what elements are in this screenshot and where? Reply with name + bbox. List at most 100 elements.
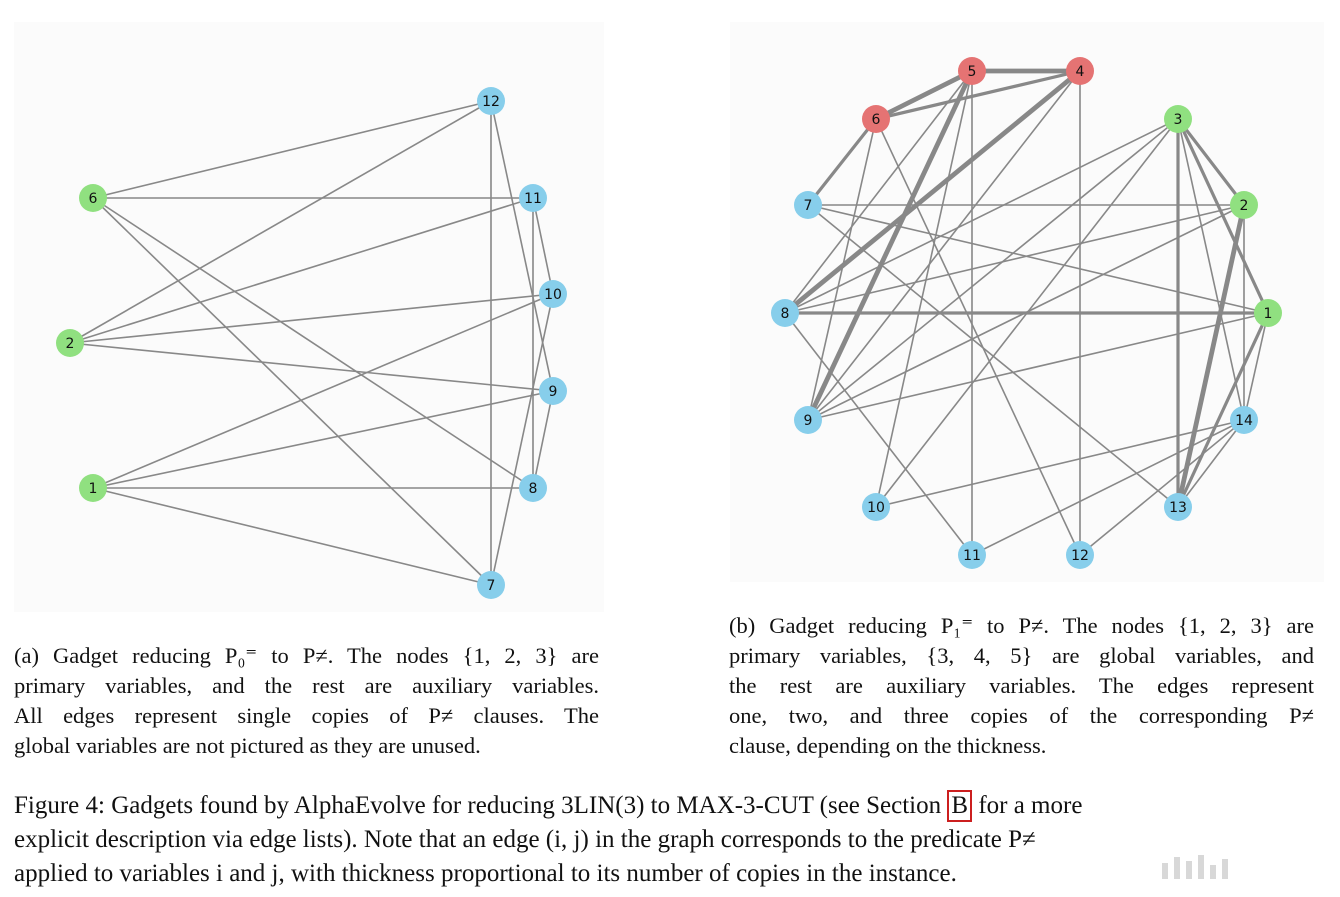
graph-a-edge-2-10 [69, 293, 554, 344]
graph-b-node-label-6: 6 [872, 112, 881, 128]
caption-b-line-5: clause, depending on the thickness. [729, 733, 1047, 758]
graph-a-node-12: 12 [477, 87, 505, 115]
graph-b-node-10: 10 [862, 493, 890, 521]
graph-b-node-14: 14 [1230, 406, 1258, 434]
graph-a-node-1: 1 [79, 474, 107, 502]
graph-a-edge-6-7 [92, 197, 492, 586]
graph-b-node-label-1: 1 [1264, 306, 1273, 322]
graph-b-edge-9-2 [807, 204, 1245, 421]
graph-b-edge-10-3 [875, 118, 1179, 508]
graph-b-node-13: 13 [1164, 493, 1192, 521]
graph-b-node-label-3: 3 [1174, 112, 1183, 128]
graph-a-node-label-2: 2 [66, 336, 75, 352]
figure-caption-text-1a: Figure 4: Gadgets found by AlphaEvolve f… [14, 792, 948, 819]
caption-a-line-3: All edges represent single copies of P≠ … [14, 703, 599, 728]
graph-b-node-9: 9 [794, 406, 822, 434]
graph-a-node-label-12: 12 [482, 94, 500, 110]
graph-b-node-label-2: 2 [1240, 198, 1249, 214]
graph-a-node-11: 11 [519, 184, 547, 212]
graph-b-node-label-14: 14 [1235, 413, 1253, 429]
graph-b-node-circle-7 [794, 191, 822, 219]
graph-b-node-circle-3 [1164, 105, 1192, 133]
graph-b-edge-10-14 [875, 419, 1245, 508]
graph-a-node-8: 8 [519, 474, 547, 502]
graph-a-node-label-9: 9 [549, 384, 558, 400]
graph-b-edge-5-10 [875, 70, 973, 508]
graph-a-node-7: 7 [477, 571, 505, 599]
graph-b-edge-6-7 [806, 118, 878, 206]
graph-b-edge-5-8 [784, 70, 973, 314]
graph-a-edge-1-9 [92, 390, 554, 489]
graph-b-node-circle-5 [958, 57, 986, 85]
graph-a-edge-2-9 [69, 342, 554, 392]
graph-a-node-circle-9 [539, 377, 567, 405]
graph-a-node-label-6: 6 [89, 191, 98, 207]
graph-b-edge-1-14 [1243, 312, 1269, 421]
graph-b-node-8: 8 [771, 299, 799, 327]
graph-a-node-label-10: 10 [544, 287, 562, 303]
graph-b-edge-3-1 [1176, 118, 1270, 314]
graph-b-node-2: 2 [1230, 191, 1258, 219]
graph-b-edge-3-2 [1176, 118, 1246, 206]
graph-b-edge-11-14 [971, 419, 1245, 556]
figure-caption-line-2: explicit description via edge lists). No… [14, 826, 1036, 853]
section-ref-link[interactable]: B [947, 790, 973, 822]
graph-b-edge-6-5 [874, 68, 974, 122]
graph-a-edge-2-12 [69, 100, 492, 344]
figure-caption: Figure 4: Gadgets found by AlphaEvolve f… [14, 789, 1314, 891]
graph-a-node-9: 9 [539, 377, 567, 405]
graph-a-node-6: 6 [79, 184, 107, 212]
graph-b-node-label-13: 13 [1169, 500, 1187, 516]
graph-a-node-label-11: 11 [524, 191, 542, 207]
graph-b-node-label-4: 4 [1076, 64, 1085, 80]
graph-a-edge-6-8 [92, 197, 534, 489]
figure-caption-line-1: Figure 4: Gadgets found by AlphaEvolve f… [14, 789, 1314, 823]
graph-b-node-circle-13 [1164, 493, 1192, 521]
watermark [1042, 851, 1332, 885]
graph-b-node-label-7: 7 [804, 198, 813, 214]
graph-b-edge-6-4 [875, 69, 1081, 121]
graph-a-edge-1-10 [92, 293, 554, 489]
graph-b-edge-4-8 [783, 69, 1082, 315]
caption-a-line-2: primary variables, and the rest are auxi… [14, 673, 599, 698]
graph-b-edge-9-3 [807, 118, 1179, 421]
graph-b-node-circle-1 [1254, 299, 1282, 327]
graph-b-node-circle-9 [794, 406, 822, 434]
graph-b-edge-4-9 [807, 70, 1081, 421]
graph-a-edge-10-7 [490, 293, 554, 586]
graph-b-node-label-8: 8 [781, 306, 790, 322]
graph-a-node-circle-6 [79, 184, 107, 212]
graph-b-node-circle-12 [1066, 541, 1094, 569]
graph-a-node-label-7: 7 [487, 578, 496, 594]
caption-a-line-4: global variables are not pictured as the… [14, 733, 481, 758]
graph-b-node-circle-8 [771, 299, 799, 327]
graph-b-node-circle-2 [1230, 191, 1258, 219]
figure-caption-text-1b: for a more [972, 792, 1083, 819]
graph-b-edge-6-9 [807, 118, 877, 421]
graph-b-node-circle-6 [862, 105, 890, 133]
graph-b-node-label-11: 11 [963, 548, 981, 564]
caption-b-line-3: the rest are auxiliary variables. The ed… [729, 673, 1314, 698]
graph-b-edge-1-13 [1176, 312, 1270, 508]
graph-b-edge-2-13 [1175, 204, 1247, 508]
panel-a-edges [69, 100, 554, 586]
graph-b-edge-7-1 [807, 204, 1269, 314]
graph-b-node-circle-11 [958, 541, 986, 569]
graph-b-node-11: 11 [958, 541, 986, 569]
graph-b-edge-8-3 [784, 118, 1179, 314]
graph-a-node-circle-10 [539, 280, 567, 308]
graph-a-node-label-8: 8 [529, 481, 538, 497]
graph-a-edge-2-11 [69, 197, 534, 344]
graph-b-node-label-12: 12 [1071, 548, 1089, 564]
caption-b-line-4: one, two, and three copies of the corres… [729, 703, 1314, 728]
graph-b-node-3: 3 [1164, 105, 1192, 133]
graph-b-edge-8-11 [784, 312, 973, 556]
graph-b-node-6: 6 [862, 105, 890, 133]
graph-b-node-circle-4 [1066, 57, 1094, 85]
graph-a-node-2: 2 [56, 329, 84, 357]
graph-b-edge-9-1 [807, 312, 1269, 421]
caption-panel-a: (a) Gadget reducing P₀⁼ to P≠. The nodes… [14, 641, 599, 761]
graph-b-node-label-5: 5 [968, 64, 977, 80]
